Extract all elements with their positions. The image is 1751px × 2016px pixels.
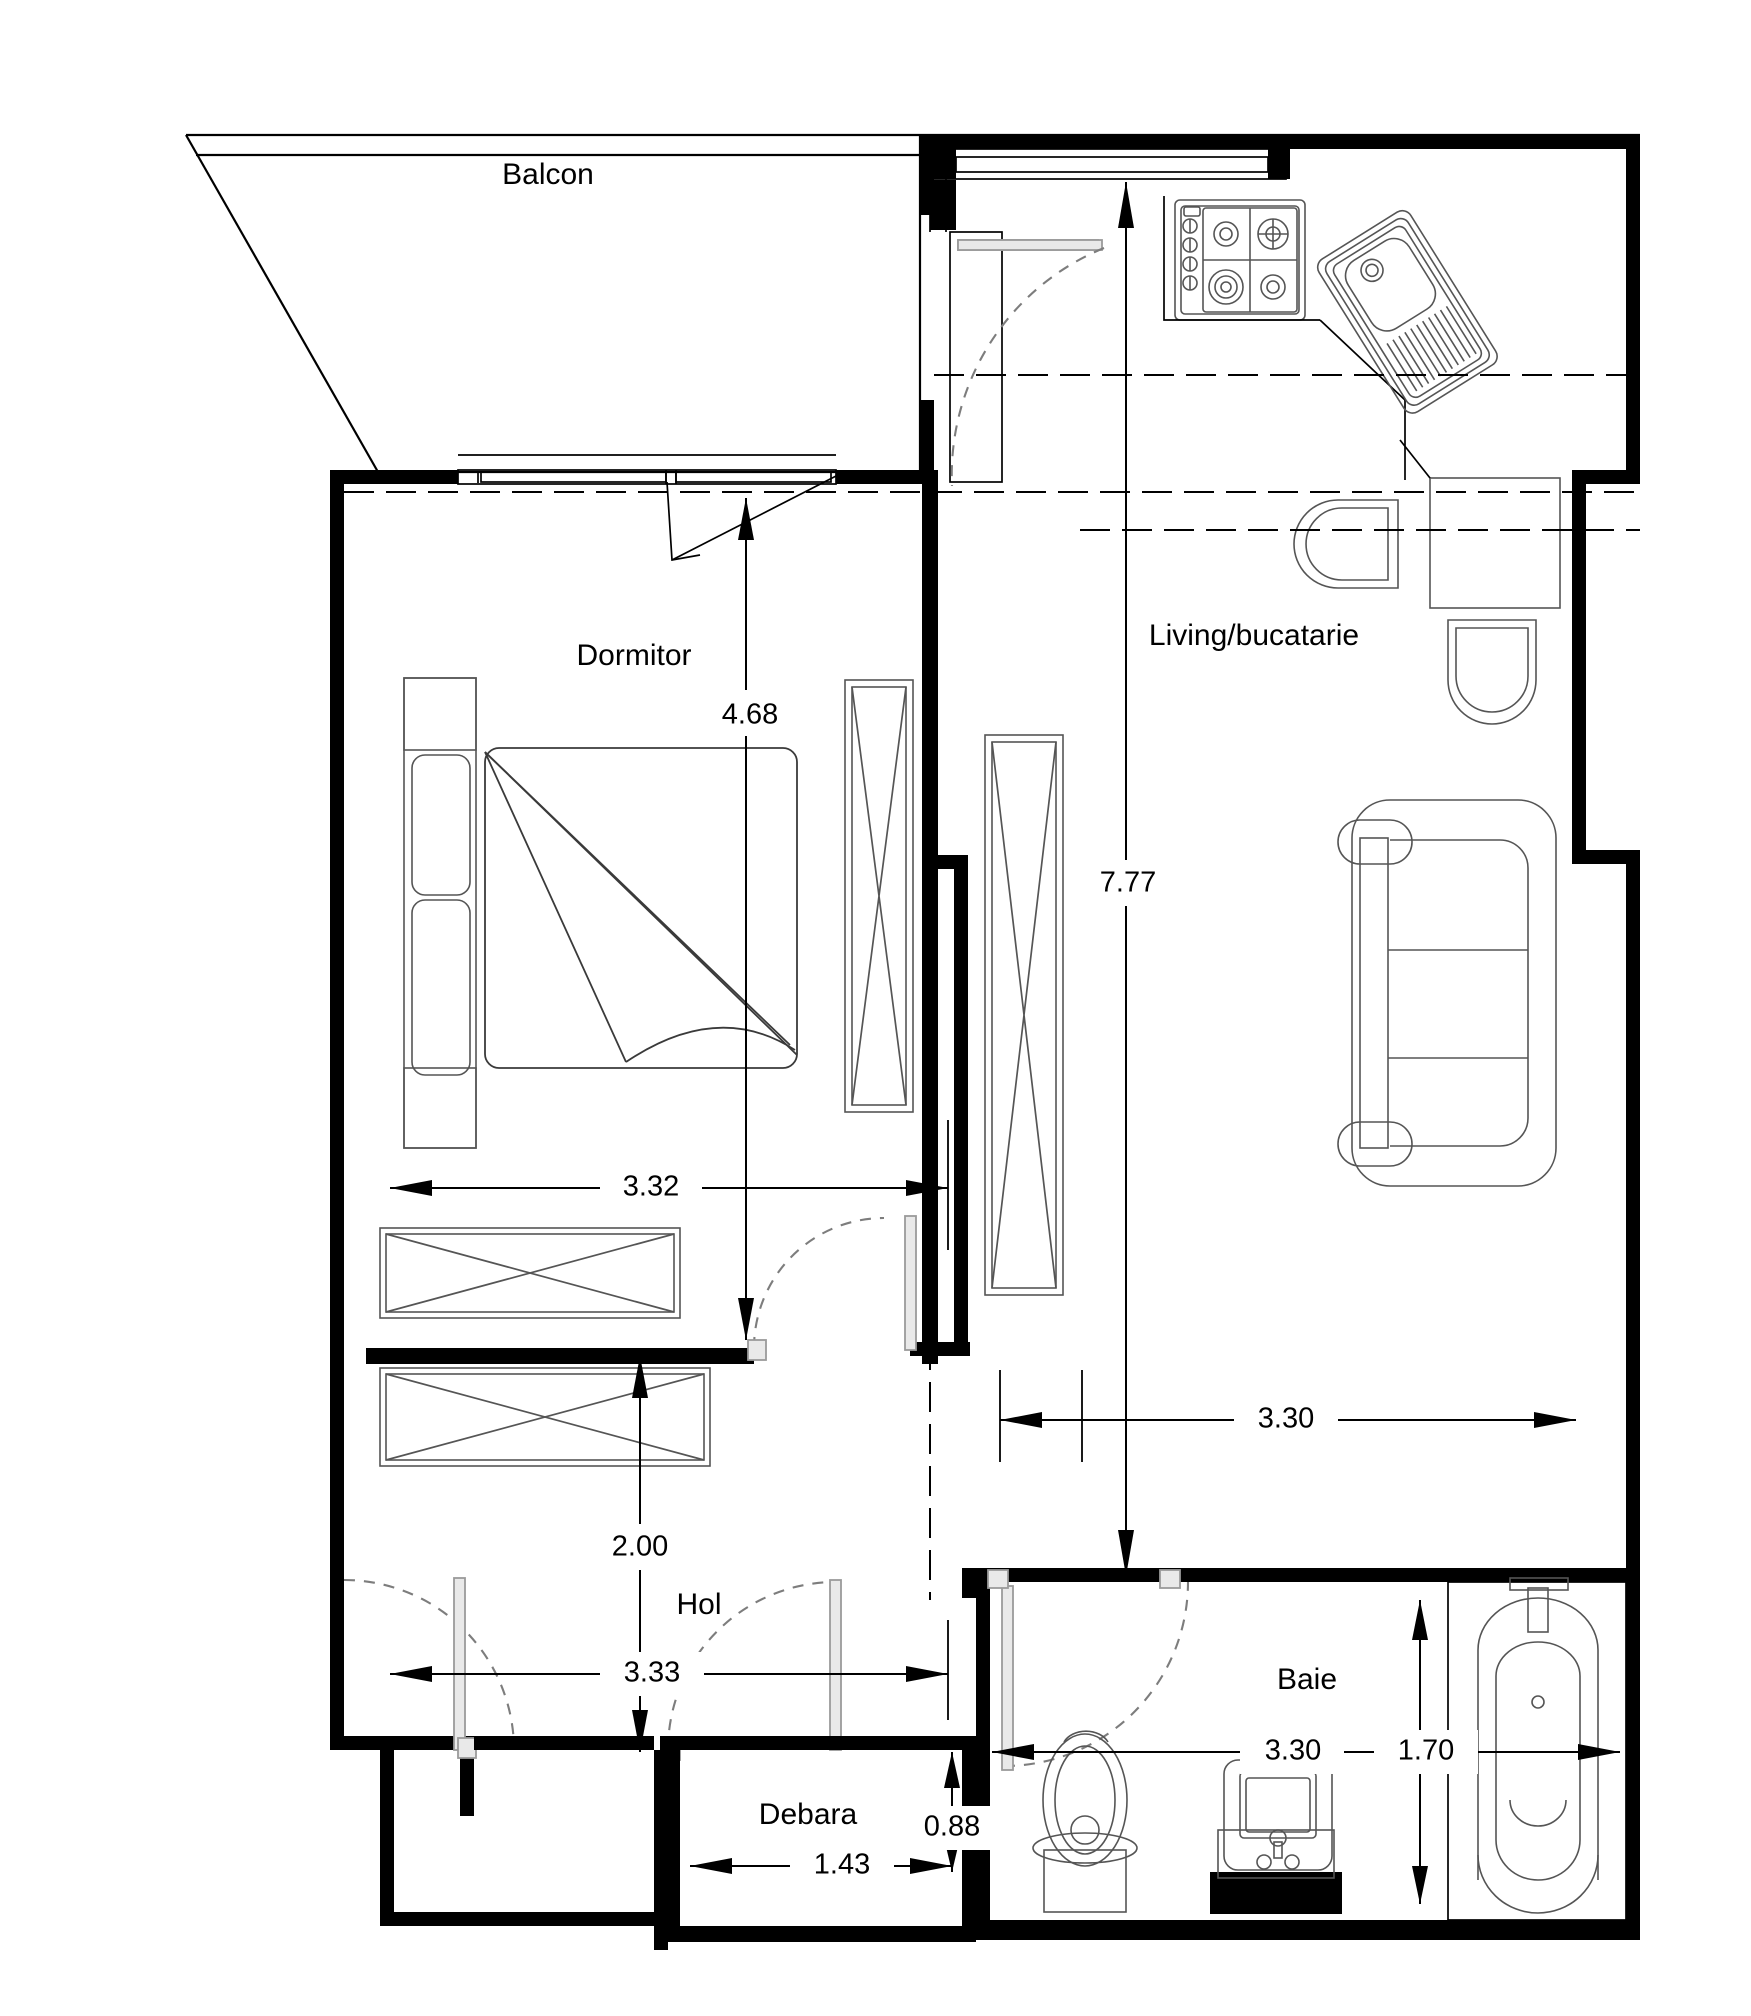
- toilet-icon: [1032, 1730, 1138, 1913]
- dimension-dormitor-depth: 4.68: [700, 498, 800, 1340]
- dining-chair-icon: [1293, 499, 1399, 589]
- dimension-living-depth: 7.77: [1078, 182, 1182, 1576]
- wardrobe-icon: [984, 734, 1064, 1296]
- bathroom-door-swing: [987, 1569, 1190, 1771]
- axis-lines: [344, 374, 1640, 1600]
- room-label-debara: Debara: [759, 1798, 858, 1831]
- dimension-label: 3.33: [624, 1657, 680, 1689]
- dimension-label: 3.32: [623, 1171, 679, 1203]
- gas-hob-icon: [1174, 199, 1306, 321]
- dimension-label: 4.68: [722, 699, 778, 731]
- dining-chair-icon: [1447, 619, 1537, 725]
- wardrobe-icon: [379, 1367, 711, 1467]
- sofa-icon: [1337, 799, 1557, 1187]
- dimension-label: 3.30: [1258, 1403, 1314, 1435]
- wardrobe-icon: [844, 679, 914, 1113]
- bedroom-walls: [330, 454, 970, 1364]
- dimension-label: 7.77: [1100, 867, 1156, 899]
- double-bed-icon: [484, 747, 798, 1069]
- living-window: [929, 137, 1290, 232]
- nightstand-icon: [403, 677, 477, 1149]
- room-label-balcon: Balcon: [502, 158, 594, 191]
- dimension-label: 0.88: [924, 1811, 980, 1843]
- dimension-dormitor-width: 3.32: [390, 1120, 949, 1250]
- bedroom-door-swing: [747, 1215, 917, 1361]
- dimension-hol-width: 3.33: [390, 1620, 949, 1720]
- entry-door-swing: [343, 1577, 516, 1759]
- balcony-outline: [185, 133, 1640, 474]
- pillow-icon: [411, 754, 471, 1076]
- dimension-label: 1.70: [1398, 1735, 1454, 1767]
- dimension-label: 3.30: [1265, 1735, 1321, 1767]
- kitchen-sink-icon: [1316, 209, 1498, 414]
- bedroom-door-swing: [754, 1348, 894, 1367]
- room-label-living: Living/bucatarie: [1149, 619, 1359, 652]
- bathroom-walls: [962, 1568, 1636, 1934]
- room-label-dormitor: Dormitor: [576, 639, 691, 672]
- bedroom-window-leaf: [666, 474, 839, 562]
- dimension-debara-depth: 0.88: [910, 1752, 1006, 1872]
- dimension-living-width: 3.30: [999, 1370, 1576, 1462]
- wardrobe-icon: [379, 1227, 681, 1319]
- room-label-baie: Baie: [1277, 1663, 1337, 1696]
- dimension-label: 1.43: [814, 1849, 870, 1881]
- balcony-door-swing: [949, 231, 1105, 487]
- dimension-baie-width: 3.30: [992, 1730, 1420, 1774]
- dining-table-icon: [1399, 439, 1561, 609]
- dimension-label: 2.00: [612, 1531, 668, 1563]
- dimension-baie-depth: 1.70: [1374, 1600, 1620, 1904]
- bedroom-window: [457, 454, 837, 485]
- dimension-debara-width: 1.43: [690, 1844, 952, 1888]
- washbasin-icon: [1210, 1759, 1342, 1914]
- room-label-hol: Hol: [676, 1588, 721, 1621]
